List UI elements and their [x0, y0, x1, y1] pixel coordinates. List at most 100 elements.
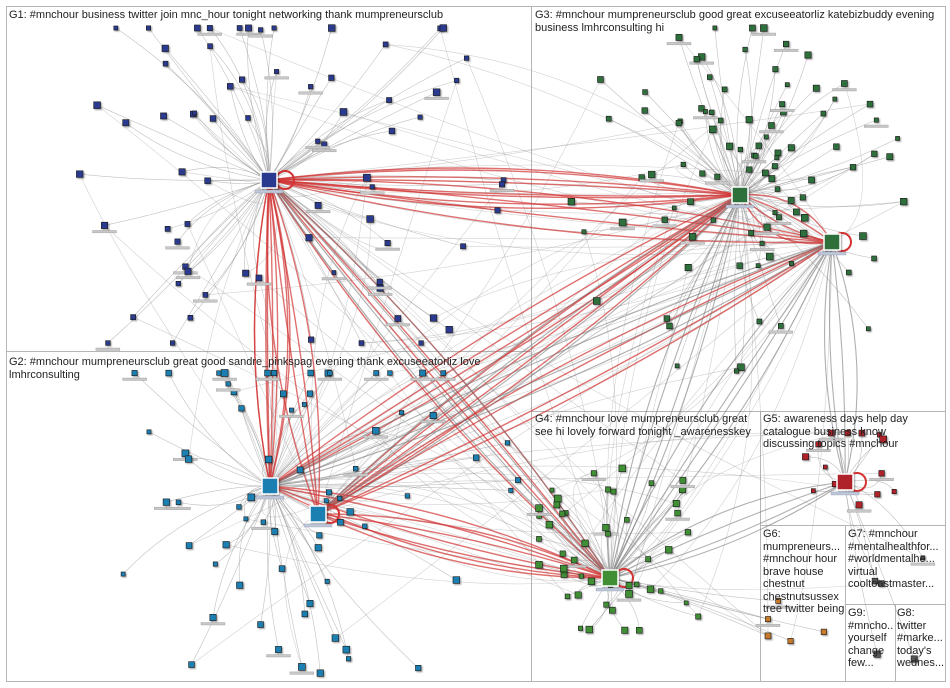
hub-edge — [268, 179, 611, 579]
edge — [609, 480, 683, 579]
node-caption-g4 — [616, 598, 642, 602]
node-g1 — [328, 74, 335, 81]
edge — [644, 91, 741, 196]
node-g1 — [227, 83, 234, 90]
node-g2 — [327, 370, 333, 376]
node-g1 — [76, 170, 84, 178]
node-g3 — [748, 230, 754, 236]
node-caption-g3 — [751, 32, 776, 36]
node-g2 — [120, 571, 126, 577]
node-caption-g1 — [197, 32, 222, 36]
edge — [557, 498, 611, 579]
node-g2 — [472, 454, 480, 461]
node-caption-g2 — [421, 420, 446, 424]
node-g7 — [871, 577, 878, 585]
node-g1 — [207, 43, 213, 49]
hub-edge — [268, 167, 741, 196]
node-g1 — [363, 173, 371, 182]
node-g4 — [535, 561, 543, 569]
node-g4 — [602, 524, 610, 532]
node-g1 — [498, 181, 505, 188]
edge — [268, 27, 444, 181]
edge — [205, 194, 741, 296]
hub-edge — [609, 241, 833, 579]
edge — [269, 432, 832, 487]
node-g3 — [726, 142, 734, 150]
node-caption-g1 — [298, 91, 323, 95]
node-caption-g2 — [289, 671, 315, 675]
edge — [739, 138, 898, 196]
node-g4 — [674, 509, 681, 517]
node-g2 — [236, 504, 242, 510]
node-g2 — [301, 610, 308, 618]
node-caption-g1 — [424, 96, 449, 100]
hub-edge — [269, 241, 833, 487]
hub-edge — [268, 169, 741, 196]
node-g2 — [415, 664, 422, 672]
node-g4 — [559, 550, 566, 557]
node-g2 — [225, 381, 231, 387]
node-g1 — [328, 24, 336, 32]
edge — [79, 173, 271, 487]
node-g6 — [787, 637, 794, 644]
hub-edge — [317, 241, 833, 515]
node-g3 — [895, 136, 900, 141]
node-g2 — [452, 576, 460, 584]
edge — [644, 110, 741, 196]
node-g4 — [625, 582, 633, 589]
node-g3 — [859, 232, 867, 240]
node-g2 — [314, 544, 322, 552]
edge — [107, 179, 270, 344]
node-g3 — [812, 84, 820, 92]
edge — [268, 179, 381, 289]
hub-edge — [269, 194, 741, 487]
node-g5 — [822, 464, 828, 470]
node-g3 — [871, 255, 877, 262]
hub-edge — [268, 179, 319, 515]
edge — [268, 179, 924, 559]
node-g4 — [549, 487, 555, 493]
node-g2 — [165, 369, 172, 377]
hub-caption-g2b — [303, 523, 333, 528]
edge — [739, 194, 769, 637]
edge — [239, 27, 270, 181]
node-g3 — [774, 155, 780, 161]
node-g6 — [765, 616, 771, 622]
node-g2 — [257, 621, 264, 628]
node-caption-g1 — [305, 210, 331, 214]
hub-edge — [317, 194, 741, 515]
node-caption-g7 — [910, 562, 936, 566]
node-g4 — [605, 486, 611, 493]
edge — [269, 233, 804, 487]
edge — [609, 129, 713, 579]
edge — [132, 179, 270, 318]
edge — [284, 513, 319, 667]
edge — [226, 544, 611, 585]
hub-edge — [609, 194, 741, 579]
node-g3 — [782, 40, 790, 48]
node-g1 — [206, 25, 213, 31]
node-g4 — [559, 510, 566, 517]
node-g8 — [910, 655, 918, 663]
edge — [549, 241, 833, 525]
edge — [433, 241, 833, 416]
node-g3 — [845, 269, 852, 276]
node-g4 — [553, 494, 562, 503]
edge — [260, 29, 273, 181]
node-g3 — [865, 326, 871, 332]
node-g2 — [515, 477, 521, 483]
node-caption-g3 — [652, 224, 677, 228]
hub-avatar-g3b — [823, 233, 841, 251]
node-g2 — [325, 489, 332, 496]
node-g4 — [545, 521, 553, 529]
node-caption-g2 — [317, 377, 343, 381]
edge — [269, 485, 408, 497]
hub-edge — [317, 513, 611, 579]
node-g3 — [771, 163, 778, 170]
node-g3 — [804, 51, 812, 59]
hub-edge — [609, 194, 741, 579]
node-g2 — [440, 370, 446, 376]
edge — [188, 485, 271, 546]
edge — [185, 266, 611, 579]
node-caption-g1 — [175, 276, 201, 280]
